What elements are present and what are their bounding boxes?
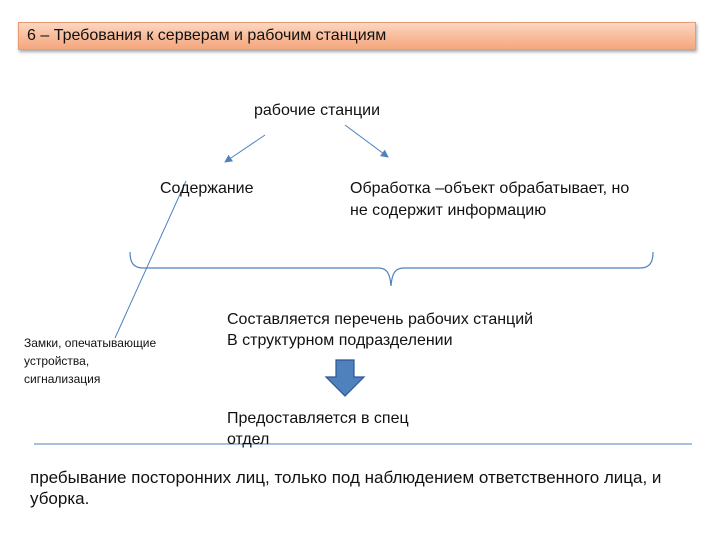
list-text-line1: Составляется перечень рабочих станций: [227, 311, 534, 328]
slide-title-bar: 6 – Требования к серверам и рабочим стан…: [18, 22, 696, 50]
node-workstations: рабочие станции: [254, 102, 381, 119]
provided-text-line1: Предоставляется в спец: [227, 410, 409, 427]
slide-title: 6 – Требования к серверам и рабочим стан…: [27, 27, 387, 44]
curly-brace: [129, 251, 654, 287]
locks-label-line1: Замки, опечатывающие: [24, 336, 157, 350]
locks-label-line3: сигнализация: [24, 372, 101, 386]
footer-text-line2: уборка.: [30, 489, 90, 508]
node-processing-line1: Обработка –объект обрабатывает, но: [350, 180, 630, 197]
footer-text-line1: пребывание посторонних лиц, только под н…: [30, 468, 662, 487]
node-processing-line2: не содержит информацию: [350, 202, 547, 219]
locks-connector: [114, 180, 187, 339]
provided-text-line2: отдел: [227, 431, 270, 448]
arrow-to-processing: [344, 124, 389, 158]
arrow-to-content: [224, 134, 266, 163]
locks-label-line2: устройства,: [24, 354, 90, 368]
down-arrow: [324, 359, 366, 397]
list-text-line2: В структурном подразделении: [227, 332, 453, 349]
node-content: Содержание: [160, 180, 254, 197]
